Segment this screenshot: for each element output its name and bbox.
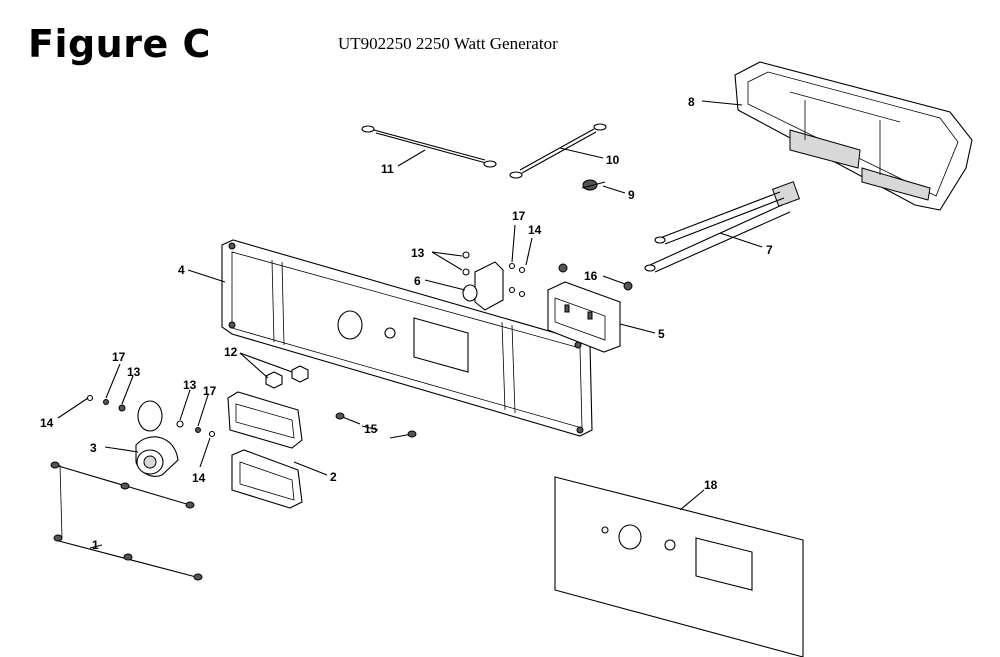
part-2-cover	[227, 391, 303, 509]
part-4-panel	[221, 239, 593, 437]
leader-lines	[57, 100, 763, 549]
callout-15: 15	[364, 422, 378, 436]
part-10-wire	[509, 123, 607, 179]
callout-4: 4	[178, 263, 185, 277]
part-18-decal	[554, 476, 804, 657]
part-1-screws	[50, 461, 203, 581]
part-16-nuts	[558, 263, 633, 291]
callout-7: 7	[766, 243, 773, 257]
callout-17-left: 17	[112, 350, 126, 364]
figure-title: Figure C	[28, 22, 211, 66]
callout-13-mid: 13	[183, 378, 197, 392]
part-7-wire-harness	[644, 181, 801, 273]
callout-14-upper: 14	[528, 223, 542, 237]
part-8-housing	[734, 61, 973, 211]
part-15-screws	[335, 412, 417, 439]
callout-9: 9	[628, 188, 635, 202]
part-3-dc-receptacle	[135, 400, 179, 477]
callout-2: 2	[330, 470, 337, 484]
callout-6: 6	[414, 274, 421, 288]
callout-13-left: 13	[127, 365, 141, 379]
callout-3: 3	[90, 441, 97, 455]
callout-14-left: 14	[40, 416, 54, 430]
callout-11: 11	[381, 162, 394, 176]
callout-8: 8	[688, 95, 695, 109]
callout-13-upper: 13	[411, 246, 425, 260]
upper-small-hardware	[462, 251, 526, 298]
callout-labels: 8 11 10 9 7 4 17 14 13 6 16 5 12 17 13 1…	[40, 95, 773, 552]
callout-17-upper: 17	[512, 209, 526, 223]
part-11-wire	[361, 125, 497, 168]
callout-18: 18	[704, 478, 718, 492]
callout-10: 10	[606, 153, 620, 167]
part-5-outlet	[547, 281, 621, 353]
part-12-nuts	[265, 365, 309, 389]
lower-small-hardware	[86, 394, 216, 438]
figure-subtitle: UT902250 2250 Watt Generator	[338, 34, 558, 53]
callout-17-mid: 17	[203, 384, 217, 398]
callout-1: 1	[92, 538, 99, 552]
callout-16: 16	[584, 269, 598, 283]
callout-12: 12	[224, 345, 238, 359]
part-9-screw	[581, 179, 606, 191]
part-6-breaker	[462, 261, 504, 311]
callout-5: 5	[658, 327, 665, 341]
callout-14-mid: 14	[192, 471, 206, 485]
